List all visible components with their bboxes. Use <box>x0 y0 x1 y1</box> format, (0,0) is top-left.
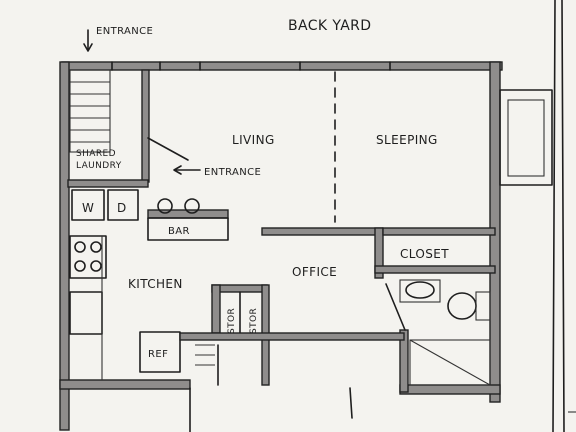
label-sleeping: SLEEPING <box>376 133 438 147</box>
label-dryer: D <box>117 201 127 215</box>
label-shared: SHARED <box>76 149 116 159</box>
exterior-deck <box>499 89 553 186</box>
closet-bottom-wall <box>374 265 496 274</box>
label-entrance-inner: ENTRANCE <box>204 167 261 178</box>
closet-left-wall <box>374 227 384 279</box>
label-living: LIVING <box>232 133 275 147</box>
sink <box>405 281 435 299</box>
label-kitchen: KITCHEN <box>128 277 183 291</box>
label-laundry: LAUNDRY <box>76 161 122 171</box>
entrance-inner-arrow <box>173 165 201 175</box>
top-windows <box>111 61 391 71</box>
left-wall <box>59 61 70 431</box>
laundry-bottom-wall <box>67 179 149 188</box>
bath-left-wall <box>399 329 409 393</box>
office-top-wall <box>261 227 383 236</box>
entrance-arrow <box>83 29 93 52</box>
dryer <box>107 189 139 221</box>
storage-bottom-wall <box>179 332 405 341</box>
closet-top-wall <box>382 227 496 236</box>
storage-left-wall <box>211 284 221 334</box>
washer-dryer <box>71 189 139 221</box>
right-edge-lines <box>552 0 576 432</box>
stairs <box>69 69 111 153</box>
label-entrance-top: ENTRANCE <box>96 26 153 37</box>
stove <box>69 235 107 279</box>
label-closet: CLOSET <box>400 247 449 261</box>
top-wall <box>61 61 503 71</box>
label-storage-2: STOR <box>249 308 259 334</box>
laundry-right-wall <box>141 69 150 183</box>
laundry-walls <box>67 69 189 188</box>
bottom-right-wall <box>399 384 501 395</box>
label-washer: W <box>82 201 94 215</box>
bottom-left-wall <box>59 379 191 390</box>
bathroom <box>399 279 491 386</box>
washer <box>71 189 105 221</box>
label-back-yard: BACK YARD <box>288 18 372 34</box>
label-refrigerator: REF <box>148 349 168 360</box>
label-bar: BAR <box>168 226 190 237</box>
interior-walls <box>261 71 496 331</box>
bar-counter <box>147 198 229 241</box>
label-storage-1: STOR <box>227 308 237 334</box>
label-office: OFFICE <box>292 265 337 279</box>
shower <box>409 339 491 386</box>
kitchen-fixtures <box>69 235 181 380</box>
storage-area <box>179 284 405 386</box>
fridge-box <box>139 331 181 373</box>
